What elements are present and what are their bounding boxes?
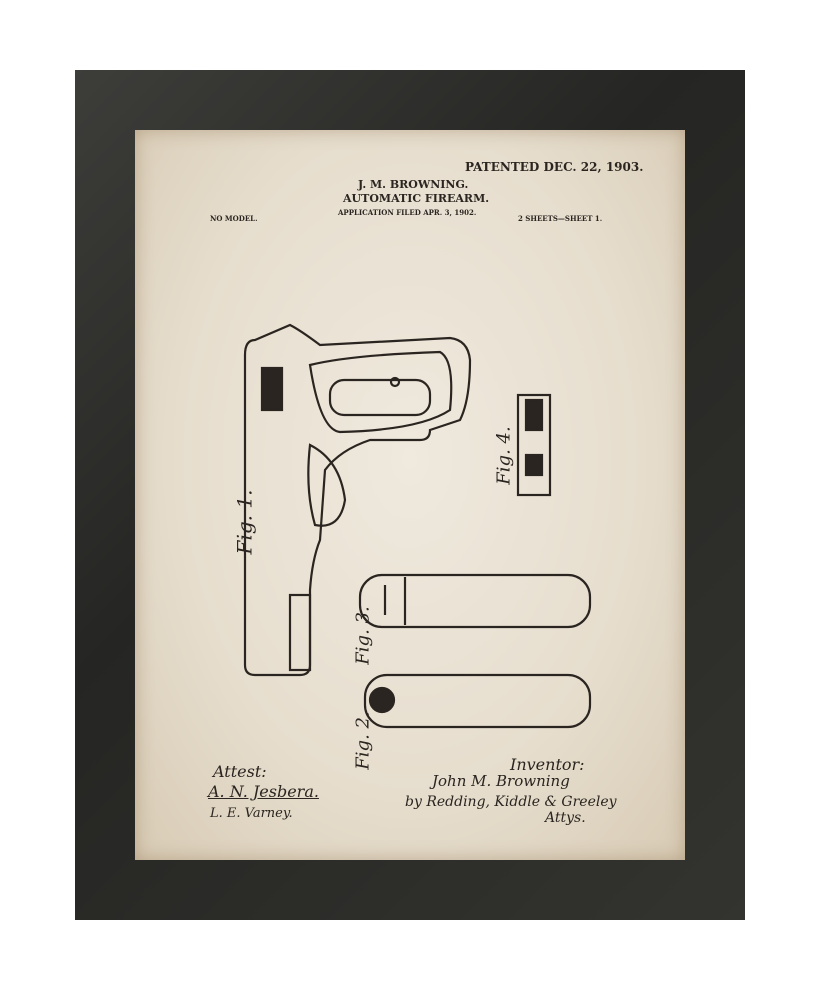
witness-signature-2: L. E. Varney.	[210, 806, 293, 821]
application-date: APPLICATION FILED APR. 3, 1902.	[338, 208, 477, 217]
inventor-heading: J. M. BROWNING.	[358, 178, 469, 191]
detail-view-fig4	[516, 393, 552, 497]
fig4-label: Fig. 4.	[493, 426, 515, 485]
fig1-label: Fig. 1.	[232, 489, 257, 555]
witness-signature-1: A. N. Jesbera.	[208, 782, 319, 801]
attys-label: Attys.	[545, 810, 586, 826]
inventor-signature: John M. Browning	[432, 772, 570, 790]
attest-label: Attest:	[213, 762, 267, 781]
fig3-label: Fig. 3.	[352, 606, 374, 665]
pistol-side-view-fig1	[243, 323, 472, 677]
fig2-label: Fig. 2.	[352, 711, 374, 770]
sheet-count: 2 SHEETS—SHEET 1.	[518, 214, 603, 223]
model-note: NO MODEL.	[210, 214, 258, 223]
patent-print	[135, 130, 685, 860]
patent-title: AUTOMATIC FIREARM.	[343, 192, 490, 205]
inventor-label: Inventor:	[510, 755, 585, 774]
attorneys-signature: by Redding, Kiddle & Greeley	[405, 794, 617, 810]
pistol-top-view-fig2	[363, 673, 592, 729]
patent-date: PATENTED DEC. 22, 1903.	[465, 160, 644, 174]
pistol-top-view-fig3	[358, 573, 592, 629]
